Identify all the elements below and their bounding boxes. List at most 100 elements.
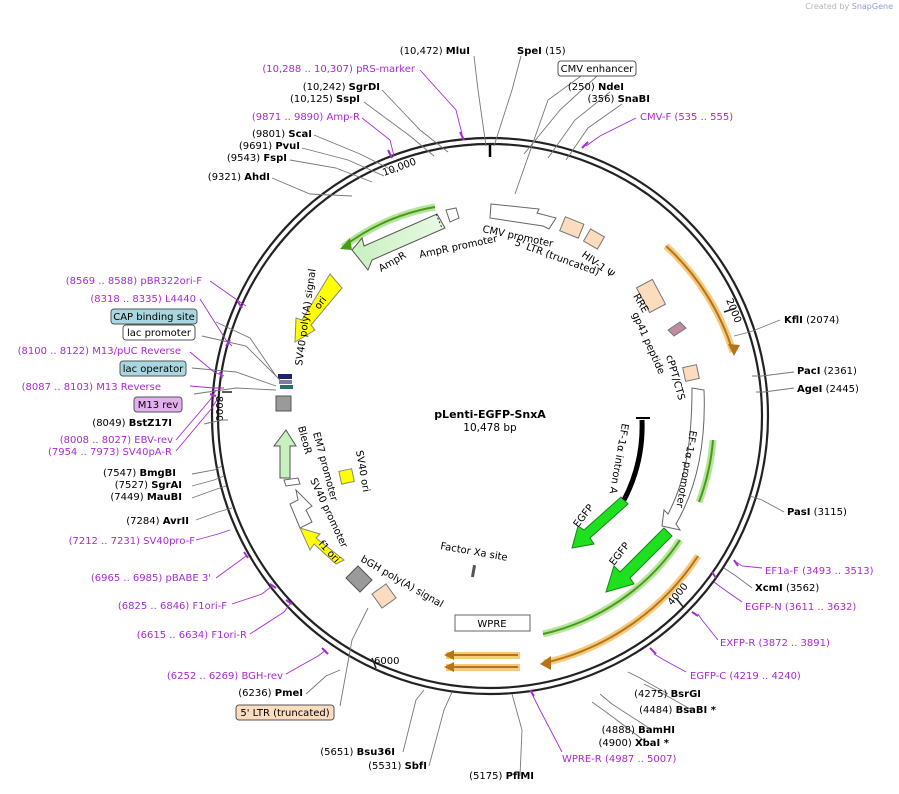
wpre-feature [454,614,531,632]
coordinate: (7547) [103,468,136,479]
lac-operator-label: lac operator [123,364,184,375]
coordinate: (8087 .. 8103) [22,382,94,393]
bleor-feature [273,429,297,479]
feature-name: F1ori-R [211,630,247,641]
feature-name: NdeI [598,82,624,93]
feature-name: SV40pA-R [123,447,172,458]
site-ndei: (250) NdeI [568,82,624,93]
coordinate: (10,472) [400,46,443,57]
egfp-feature-2 [605,527,673,593]
m13-rev-label: M13 rev [138,400,179,411]
f1-ori-feature [299,527,345,565]
ampr-dotted-mark [435,213,443,229]
snapgene-credit: Created by SnapGene [805,2,893,11]
coordinate: (10,125) [290,94,333,105]
coordinate: (4888) [602,725,635,736]
feature-name: BGH-rev [241,671,283,682]
coordinate: (6825 .. 6846) [118,601,190,612]
feature-name: Bsu36I [357,747,395,758]
cppt-feature [682,364,700,382]
tick-6000: 6000 [374,656,399,667]
tick-mark-6000 [371,657,377,669]
feature-name: PvuI [275,141,300,152]
feature-name: AgeI [797,384,822,395]
primer-f1ori-r: (6615 .. 6634) F1ori-R [137,630,247,641]
site-sspi: (10,125) SspI [290,94,360,105]
feature-name: XbaI * [635,738,670,749]
primer-f1ori-f: (6825 .. 6846) F1ori-F [118,601,227,612]
coordinate: (8569 .. 8588) [66,276,138,287]
primer-ef1a-f: EF1a-F (3493 .. 3513) [765,566,874,577]
feature-name: PflMI [506,771,534,782]
coordinate: (6252 .. 6269) [167,671,239,682]
wpre-label: WPRE [477,619,506,630]
primer-bgh-rev: (6252 .. 6269) BGH-rev [167,671,283,682]
feature-name: M13 Reverse [96,382,161,393]
coordinate: (4275) [634,689,667,700]
coordinate: (15) [545,46,566,57]
wpre-outer-arrowhead [540,656,551,670]
feature-name: SbfI [405,761,427,772]
site-kfli: KflI (2074) [784,315,839,326]
ltr5-truncated-box [235,704,335,721]
coordinate: (2445) [826,384,859,395]
feature-name: Amp-R [327,112,361,123]
tick-mark-2000 [723,307,737,313]
feature-name: BstZ17I [129,418,172,429]
site-mlui: (10,472) MluI [400,46,470,57]
cap-binding-site-box [110,308,198,325]
ampr-feature [351,213,446,271]
feature-name: EGFP-C [690,671,726,682]
coordinate: (7527) [115,480,148,491]
feature-name: KflI [784,315,803,326]
coordinate: (250) [568,82,595,93]
feature-name: AvrII [163,516,189,527]
feature-name: AhdI [244,172,270,183]
site-agei: AgeI (2445) [797,384,859,395]
feature-name: PacI [797,366,820,377]
ltr5-feature [559,216,585,239]
feature-name: F1ori-F [193,601,228,612]
primer-l4440: (8318 .. 8335) L4440 [90,294,196,305]
egfp-feature-1 [571,496,629,549]
feature-name: BsaBI * [676,705,717,716]
coordinate: (6236) [238,688,271,699]
site-sgrdi: (10,242) SgrDI [303,82,380,93]
coordinate: (5175) [469,771,502,782]
coordinate: (8049) [92,418,125,429]
lac-feature-2 [279,380,292,384]
ef1a-outer-arrow [698,439,714,503]
site-paci: PacI (2361) [797,366,857,377]
cmv-outer-highlight [663,243,737,354]
feature-name: EF1a-F [765,566,799,577]
backbone-inner-ring [216,142,764,690]
coordinate: (356) [588,94,615,105]
site-sgrai: (7527) SgrAI [115,480,182,491]
ef1a-intron-feature [621,419,645,502]
leader-lines [191,55,795,777]
primer-leader-lines [175,69,763,753]
lac-feature-1 [278,374,292,379]
feature-name: SpeI [517,46,542,57]
bgh-outer-arrowhead-1 [444,650,454,660]
cmv-enhancer-label: CMV enhancer [561,64,635,75]
coordinate: (5651) [320,747,353,758]
coordinate: (2074) [806,315,839,326]
feature-name: PasI [787,507,810,518]
factor-xa-feature [470,564,477,578]
primer-prs-marker: (10,288 .. 10,307) pRS-marker [262,64,416,75]
coordinate: (7449) [110,492,143,503]
site-bmgbi: (7547) BmgBI [103,468,176,479]
primer-amp-r: (9871 .. 9890) Amp-R [252,112,360,123]
bgh-polya-label: bGH poly(A) signal [359,554,445,610]
feature-name: BmgBI [139,468,176,479]
coordinate: (4484) [639,705,672,716]
feature-name: PmeI [275,688,303,699]
bgh-outer-arrowhead-2 [444,662,454,672]
tick-8000: 8000 [213,396,224,421]
sv40-ori-feature [338,468,355,485]
coordinate: (4987 .. 5007) [605,754,677,765]
gp41-label: gp41 peptide [629,311,666,376]
coordinate: (6615 .. 6634) [137,630,209,641]
